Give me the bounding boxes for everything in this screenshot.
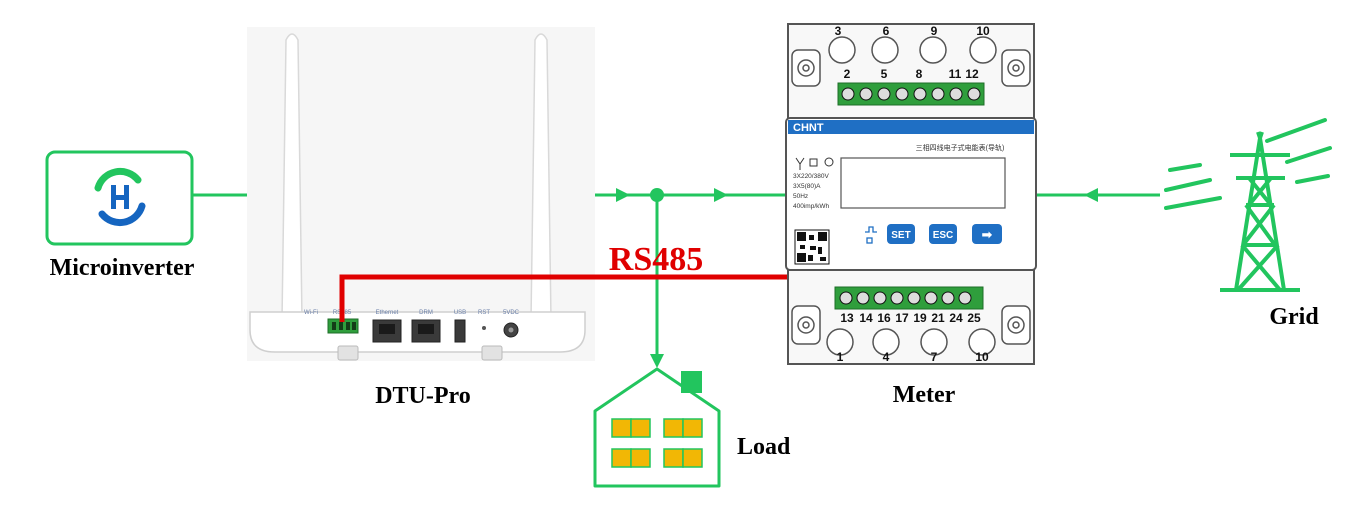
meter-top-small-label-3: 8	[916, 67, 923, 81]
meter-bottom-big-label-3: 7	[931, 350, 938, 364]
set-button-label: SET	[891, 230, 910, 241]
chip-icon	[809, 158, 818, 167]
pulse-led-icon	[865, 226, 877, 244]
meter-spec-frequency: 50Hz	[793, 193, 808, 200]
arrow-right-1	[616, 188, 630, 202]
dtu-pro: Wi-Fi RS485 Ethernet DRM USB RST 5VDC DT…	[247, 27, 595, 409]
hoymiles-logo-icon	[94, 167, 146, 227]
meter-top-small-label-5: 12	[965, 67, 979, 81]
port-label-wifi: Wi-Fi	[304, 310, 318, 316]
microinverter-label: Microinverter	[50, 255, 195, 281]
meter: 3 6 9 10 2 5 8 11 12 CHNT 三相四线电子式电能表(导轨)	[785, 23, 1037, 408]
house-chimney	[681, 371, 702, 393]
flow-arrows	[616, 188, 1098, 368]
meter-top-clips	[791, 49, 1031, 87]
meter-bottom-clips	[791, 305, 1031, 345]
port-label-drm: DRM	[419, 310, 433, 316]
meter-lcd-display	[840, 157, 1006, 209]
meter-spec-constant: 400imp/kWh	[793, 203, 830, 210]
house-windows-icon	[611, 418, 703, 468]
meter-title: 三相四线电子式电能表(导轨)	[916, 143, 1005, 152]
arrow-left-grid	[1084, 188, 1098, 202]
arrow-right-2	[714, 188, 728, 202]
meter-bottom-small-label-3: 16	[877, 311, 891, 325]
meter-bottom-small-label-8: 25	[967, 311, 981, 325]
meter-bottom-small-label-1: 13	[840, 311, 854, 325]
usb-port	[454, 319, 466, 343]
meter-bottom-small-label-6: 21	[931, 311, 945, 325]
meter-status-icons	[795, 157, 834, 170]
power-lines-rays-icon	[1164, 118, 1332, 210]
load-label: Load	[737, 434, 791, 460]
junction-dot	[650, 188, 664, 202]
qr-code-icon	[794, 229, 830, 265]
reset-button-hole	[482, 326, 486, 330]
transmission-tower-icon	[1220, 131, 1300, 292]
next-arrow-icon: ➡	[982, 228, 993, 243]
port-label-usb: USB	[454, 310, 466, 316]
meter-bottom-small-label-5: 19	[913, 311, 927, 325]
meter-bottom-big-label-1: 1	[837, 350, 844, 364]
meter-label: Meter	[893, 382, 956, 408]
esc-button-label: ESC	[933, 230, 954, 241]
meter-bottom-screws	[826, 328, 996, 356]
antenna-icon	[795, 157, 805, 170]
meter-top-terminal-screws	[841, 87, 981, 101]
dtu-foot-left	[337, 345, 359, 361]
meter-spec-voltage: 3X220/380V	[793, 173, 829, 180]
arrow-down-load	[650, 354, 664, 368]
meter-bottom-terminal-screws	[839, 291, 972, 305]
meter-top-small-label-2: 5	[881, 67, 888, 81]
meter-spec-current: 3X5(80)A	[793, 183, 821, 190]
next-button[interactable]	[972, 224, 1002, 244]
meter-top-big-label-1: 3	[835, 24, 842, 38]
grid: Grid	[1164, 118, 1332, 330]
meter-bottom-housing	[787, 269, 1035, 365]
meter-top-screws	[828, 36, 997, 64]
power-icon	[824, 157, 834, 167]
meter-top-small-label-4: 11	[949, 67, 962, 81]
port-label-rst: RST	[478, 310, 490, 316]
microinverter: Microinverter	[45, 150, 195, 281]
meter-top-big-label-4: 10	[976, 24, 990, 38]
antenna-left	[281, 33, 303, 321]
meter-bottom-big-label-2: 4	[883, 350, 890, 364]
meter-top-housing	[787, 23, 1035, 121]
meter-top-small-label-1: 2	[844, 67, 851, 81]
dtu-foot-right	[481, 345, 503, 361]
port-label-5vdc: 5VDC	[503, 310, 520, 316]
meter-brand: CHNT	[793, 122, 824, 134]
meter-top-big-label-3: 9	[931, 24, 938, 38]
meter-brand-bar	[788, 120, 1034, 134]
load: Load	[593, 367, 791, 488]
meter-bottom-small-label-4: 17	[895, 311, 909, 325]
port-label-ethernet: Ethernet	[376, 310, 399, 316]
set-button[interactable]	[887, 224, 915, 244]
grid-label: Grid	[1269, 304, 1319, 330]
meter-bottom-small-label-2: 14	[859, 311, 873, 325]
rs485-label: RS485	[609, 241, 703, 278]
meter-bottom-small-label-7: 24	[949, 311, 963, 325]
meter-top-terminal-strip	[837, 82, 985, 106]
meter-top-big-label-2: 6	[883, 24, 890, 38]
meter-buttons: SET ESC ➡	[887, 224, 1002, 244]
meter-bottom-big-label-4: 10	[975, 350, 989, 364]
antenna-right	[530, 33, 552, 321]
esc-button[interactable]	[929, 224, 957, 244]
dtu-label: DTU-Pro	[375, 383, 471, 409]
